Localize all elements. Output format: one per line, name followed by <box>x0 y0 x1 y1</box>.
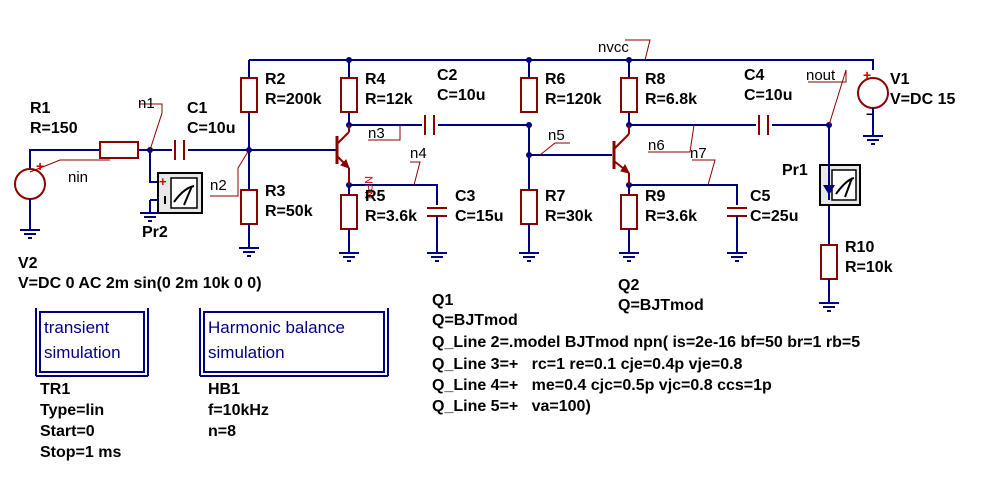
r1-name: R1 <box>30 100 51 117</box>
tr1-type: Type=lin <box>40 402 104 419</box>
svg-text:+: + <box>863 67 871 83</box>
r1-resistor[interactable] <box>99 141 139 159</box>
r3-name: R3 <box>265 183 286 200</box>
node-nvcc: nvcc <box>598 39 629 56</box>
c1-capacitor[interactable] <box>174 140 185 160</box>
harmonic-balance-simulation-block[interactable]: Harmonic balance simulation <box>199 308 389 377</box>
r5-value: R=3.6k <box>365 208 417 225</box>
r8-name: R8 <box>645 71 666 88</box>
v2-value: V=DC 0 AC 2m sin(0 2m 10k 0 0) <box>18 275 262 292</box>
r9-name: R9 <box>645 188 666 205</box>
pr1-name: Pr1 <box>782 162 808 179</box>
r10-name: R10 <box>845 239 874 256</box>
c3-capacitor[interactable] <box>426 207 448 262</box>
r2-resistor[interactable] <box>240 77 258 113</box>
r9-value: R=3.6k <box>645 208 697 225</box>
c1-name: C1 <box>187 100 208 117</box>
svg-text:+: + <box>36 158 44 174</box>
node-n2: n2 <box>210 177 227 194</box>
node-label-leaders <box>29 39 847 197</box>
c2-capacitor[interactable] <box>424 115 435 135</box>
q1-line-3: Q_Line 3=+ rc=1 re=0.1 cje=0.4p vje=0.8 <box>432 356 743 373</box>
r3-resistor[interactable] <box>238 189 260 257</box>
pr1-current-probe[interactable] <box>819 164 861 206</box>
r6-name: R6 <box>545 71 566 88</box>
node-n4: n4 <box>410 145 427 162</box>
node-n7: n7 <box>690 145 707 162</box>
node-n3: n3 <box>368 125 385 142</box>
r4-name: R4 <box>365 71 386 88</box>
v1-source-symbol[interactable]: + − <box>857 67 889 145</box>
r3-value: R=50k <box>265 203 313 220</box>
c3-name: C3 <box>455 188 476 205</box>
r6-resistor[interactable] <box>520 77 538 113</box>
q1-line-1: Q=BJTmod <box>432 312 518 329</box>
pr2-name: Pr2 <box>142 224 168 241</box>
q1-line-4: Q_Line 4=+ me=0.4 cjc=0.5p vjc=0.8 ccs=1… <box>432 377 772 394</box>
r10-resistor[interactable] <box>818 244 840 312</box>
c4-capacitor[interactable] <box>758 115 769 135</box>
c1-value: C=10u <box>187 120 235 137</box>
q2-transistor[interactable] <box>612 125 630 185</box>
transient-box-line1: transient <box>44 318 109 337</box>
node-n1: n1 <box>138 95 155 112</box>
c4-name: C4 <box>744 67 765 84</box>
q1-line-2: Q_Line 2=.model BJTmod npn( is=2e-16 bf=… <box>432 334 860 351</box>
q2-name: Q2 <box>618 277 639 294</box>
transient-simulation-block[interactable]: transient simulation <box>35 308 149 377</box>
node-nout: nout <box>806 67 836 84</box>
r9-resistor[interactable] <box>618 185 640 262</box>
v2-source-symbol[interactable]: + <box>14 155 46 239</box>
hb1-frequency: f=10kHz <box>208 402 269 419</box>
r4-value: R=12k <box>365 91 413 108</box>
tr1-name: TR1 <box>40 381 70 398</box>
junctions <box>147 57 832 188</box>
r8-value: R=6.8k <box>645 91 697 108</box>
r6-value: R=120k <box>545 91 602 108</box>
r10-value: R=10k <box>845 259 893 276</box>
hb1-harmonics: n=8 <box>208 423 236 440</box>
wires <box>29 59 874 245</box>
c5-value: C=25u <box>750 208 798 225</box>
node-n6: n6 <box>648 137 665 154</box>
q1-npn-tag: NPN <box>362 176 374 199</box>
node-n5: n5 <box>548 127 565 144</box>
v1-name: V1 <box>890 71 910 88</box>
v1-value: V=DC 15 <box>890 91 955 108</box>
q1-line-5: Q_Line 5=+ va=100) <box>432 398 591 415</box>
r2-name: R2 <box>265 71 286 88</box>
hb-box-line2: simulation <box>208 343 285 362</box>
r7-value: R=30k <box>545 208 593 225</box>
node-nin: nin <box>68 169 88 186</box>
c5-capacitor[interactable] <box>726 207 748 262</box>
r2-value: R=200k <box>265 91 322 108</box>
c2-name: C2 <box>437 67 458 84</box>
r4-resistor[interactable] <box>340 77 358 113</box>
c2-value: C=10u <box>437 87 485 104</box>
svg-text:+: + <box>159 174 167 189</box>
tr1-start: Start=0 <box>40 423 95 440</box>
r8-resistor[interactable] <box>620 77 638 113</box>
hb1-name: HB1 <box>208 381 240 398</box>
r5-name: R5 <box>365 188 386 205</box>
c3-value: C=15u <box>455 208 503 225</box>
tr1-stop: Stop=1 ms <box>40 444 121 461</box>
v2-name: V2 <box>18 255 38 272</box>
hb-box-line1: Harmonic balance <box>208 318 345 337</box>
r1-value: R=150 <box>30 120 78 137</box>
c4-value: C=10u <box>744 87 792 104</box>
r7-resistor[interactable] <box>518 189 540 262</box>
pr2-voltage-probe[interactable]: + <box>139 172 203 222</box>
transient-box-line2: simulation <box>44 343 121 362</box>
q1-name: Q1 <box>432 292 453 309</box>
svg-text:−: − <box>866 106 874 122</box>
r7-name: R7 <box>545 188 566 205</box>
r5-resistor[interactable] <box>338 185 360 262</box>
q1-transistor[interactable]: NPN <box>335 125 374 199</box>
q2-value: Q=BJTmod <box>618 297 704 314</box>
c5-name: C5 <box>750 188 771 205</box>
